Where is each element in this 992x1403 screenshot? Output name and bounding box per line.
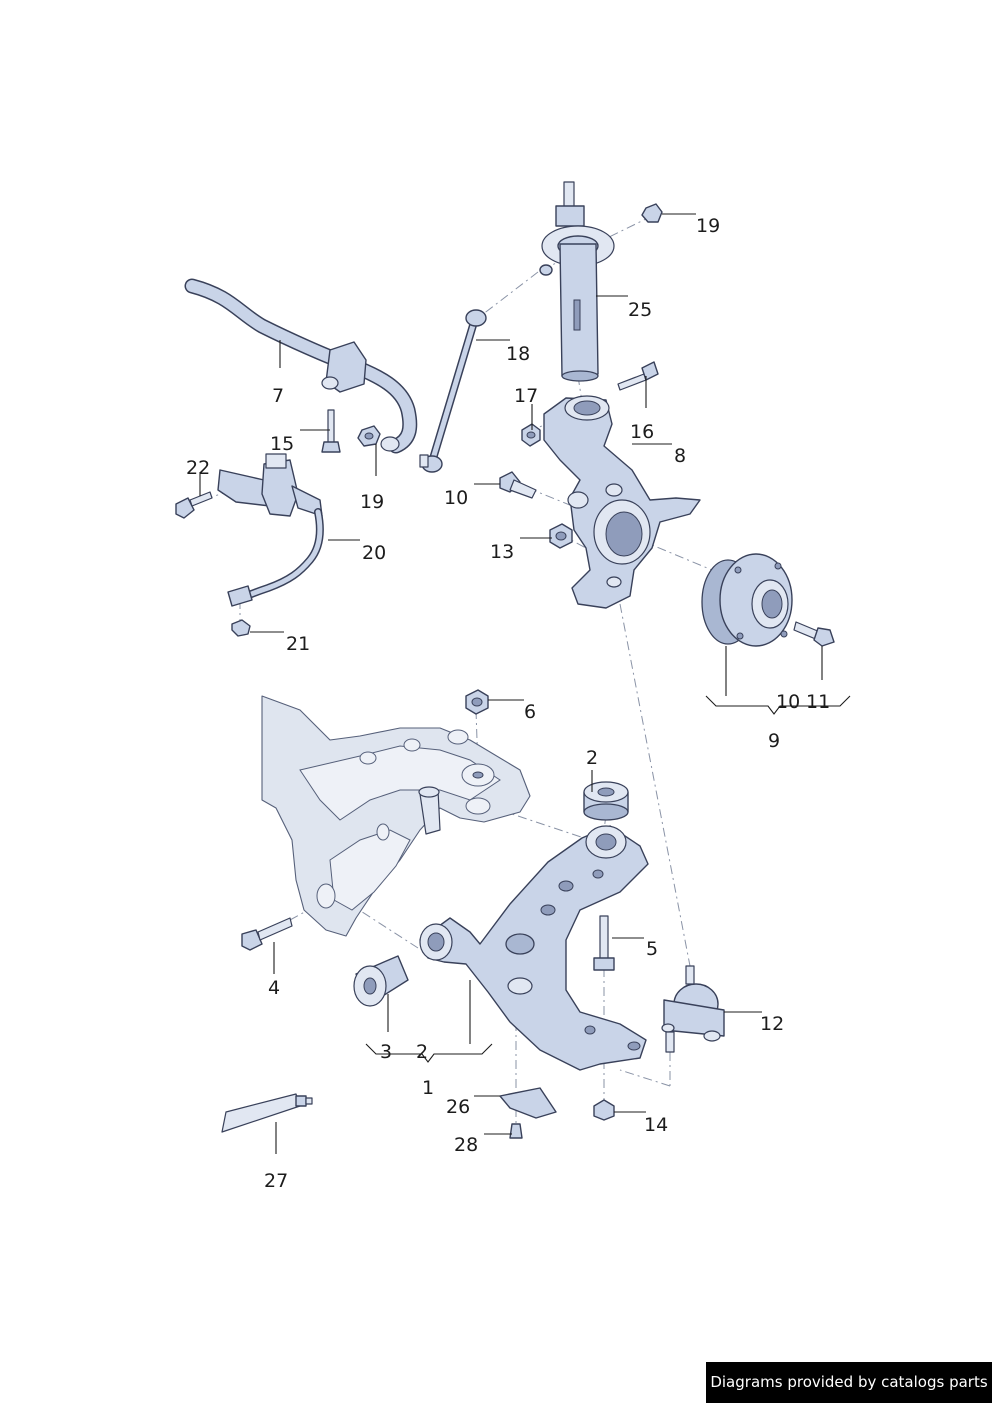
callout-13: 13 — [490, 541, 514, 563]
bolt-15 — [321, 409, 341, 453]
level-sensor-bracket — [217, 453, 324, 607]
bolt-5 — [593, 915, 615, 971]
callout-7: 7 — [272, 385, 284, 407]
callout-6: 6 — [524, 701, 536, 723]
attribution-footer: Diagrams provided by catalogs parts — [706, 1362, 992, 1403]
strut-25 — [539, 181, 615, 382]
nut-19-left — [357, 425, 381, 447]
callout-4: 4 — [268, 977, 280, 999]
bolt-4 — [241, 917, 293, 951]
coupling-rod-18 — [419, 309, 487, 473]
nut-6 — [465, 689, 489, 715]
nut-19-top — [641, 203, 663, 223]
callout-8: 8 — [674, 445, 686, 467]
leader-lines — [199, 213, 851, 1154]
callout-27: 27 — [264, 1170, 288, 1192]
callout-20: 20 — [362, 542, 386, 564]
ball-joint-12 — [661, 965, 725, 1053]
clip-28 — [509, 1123, 523, 1139]
callout-10-hub: 10 — [776, 691, 800, 713]
stabilizer-bar — [184, 278, 418, 454]
control-arm-1 — [419, 825, 649, 1071]
callout-26: 26 — [446, 1096, 470, 1118]
callout-18: 18 — [506, 343, 530, 365]
callout-19-left: 19 — [360, 491, 384, 513]
nut-14 — [593, 1099, 615, 1121]
callout-17: 17 — [514, 385, 538, 407]
callout-14: 14 — [644, 1114, 668, 1136]
grease-tube-27 — [221, 1093, 313, 1133]
callout-2-upper: 2 — [586, 747, 598, 769]
wheel-bearing-housing-8 — [543, 395, 701, 609]
callout-3: 3 — [380, 1041, 392, 1063]
callout-2-lower: 2 — [416, 1041, 428, 1063]
wheel-hub-9 — [701, 553, 793, 647]
nut-17 — [521, 423, 541, 447]
callout-10-knuckle: 10 — [444, 487, 468, 509]
callout-15: 15 — [270, 433, 294, 455]
bolt-10 — [499, 471, 537, 499]
callout-22: 22 — [186, 457, 210, 479]
bushing-3 — [353, 955, 409, 1007]
callout-1: 1 — [422, 1077, 434, 1099]
bushing-2-upper — [583, 781, 629, 821]
callout-labels: 19 25 18 7 17 16 8 15 22 19 10 13 20 21 … — [186, 215, 830, 1192]
bolt-11 — [793, 621, 835, 647]
nut-13 — [549, 523, 573, 549]
subframe — [261, 695, 531, 937]
callout-11: 11 — [806, 691, 830, 713]
callout-5: 5 — [646, 938, 658, 960]
callout-9: 9 — [768, 730, 780, 752]
callout-12: 12 — [760, 1013, 784, 1035]
callout-16: 16 — [630, 421, 654, 443]
callout-19-top: 19 — [696, 215, 720, 237]
bracket-26 — [499, 1087, 557, 1119]
alignment-lines — [185, 215, 713, 1124]
callout-25: 25 — [628, 299, 652, 321]
callout-21: 21 — [286, 633, 310, 655]
bolt-16 — [617, 361, 659, 391]
bolt-22 — [175, 491, 213, 519]
callout-28: 28 — [454, 1134, 478, 1156]
nut-21 — [231, 619, 251, 637]
